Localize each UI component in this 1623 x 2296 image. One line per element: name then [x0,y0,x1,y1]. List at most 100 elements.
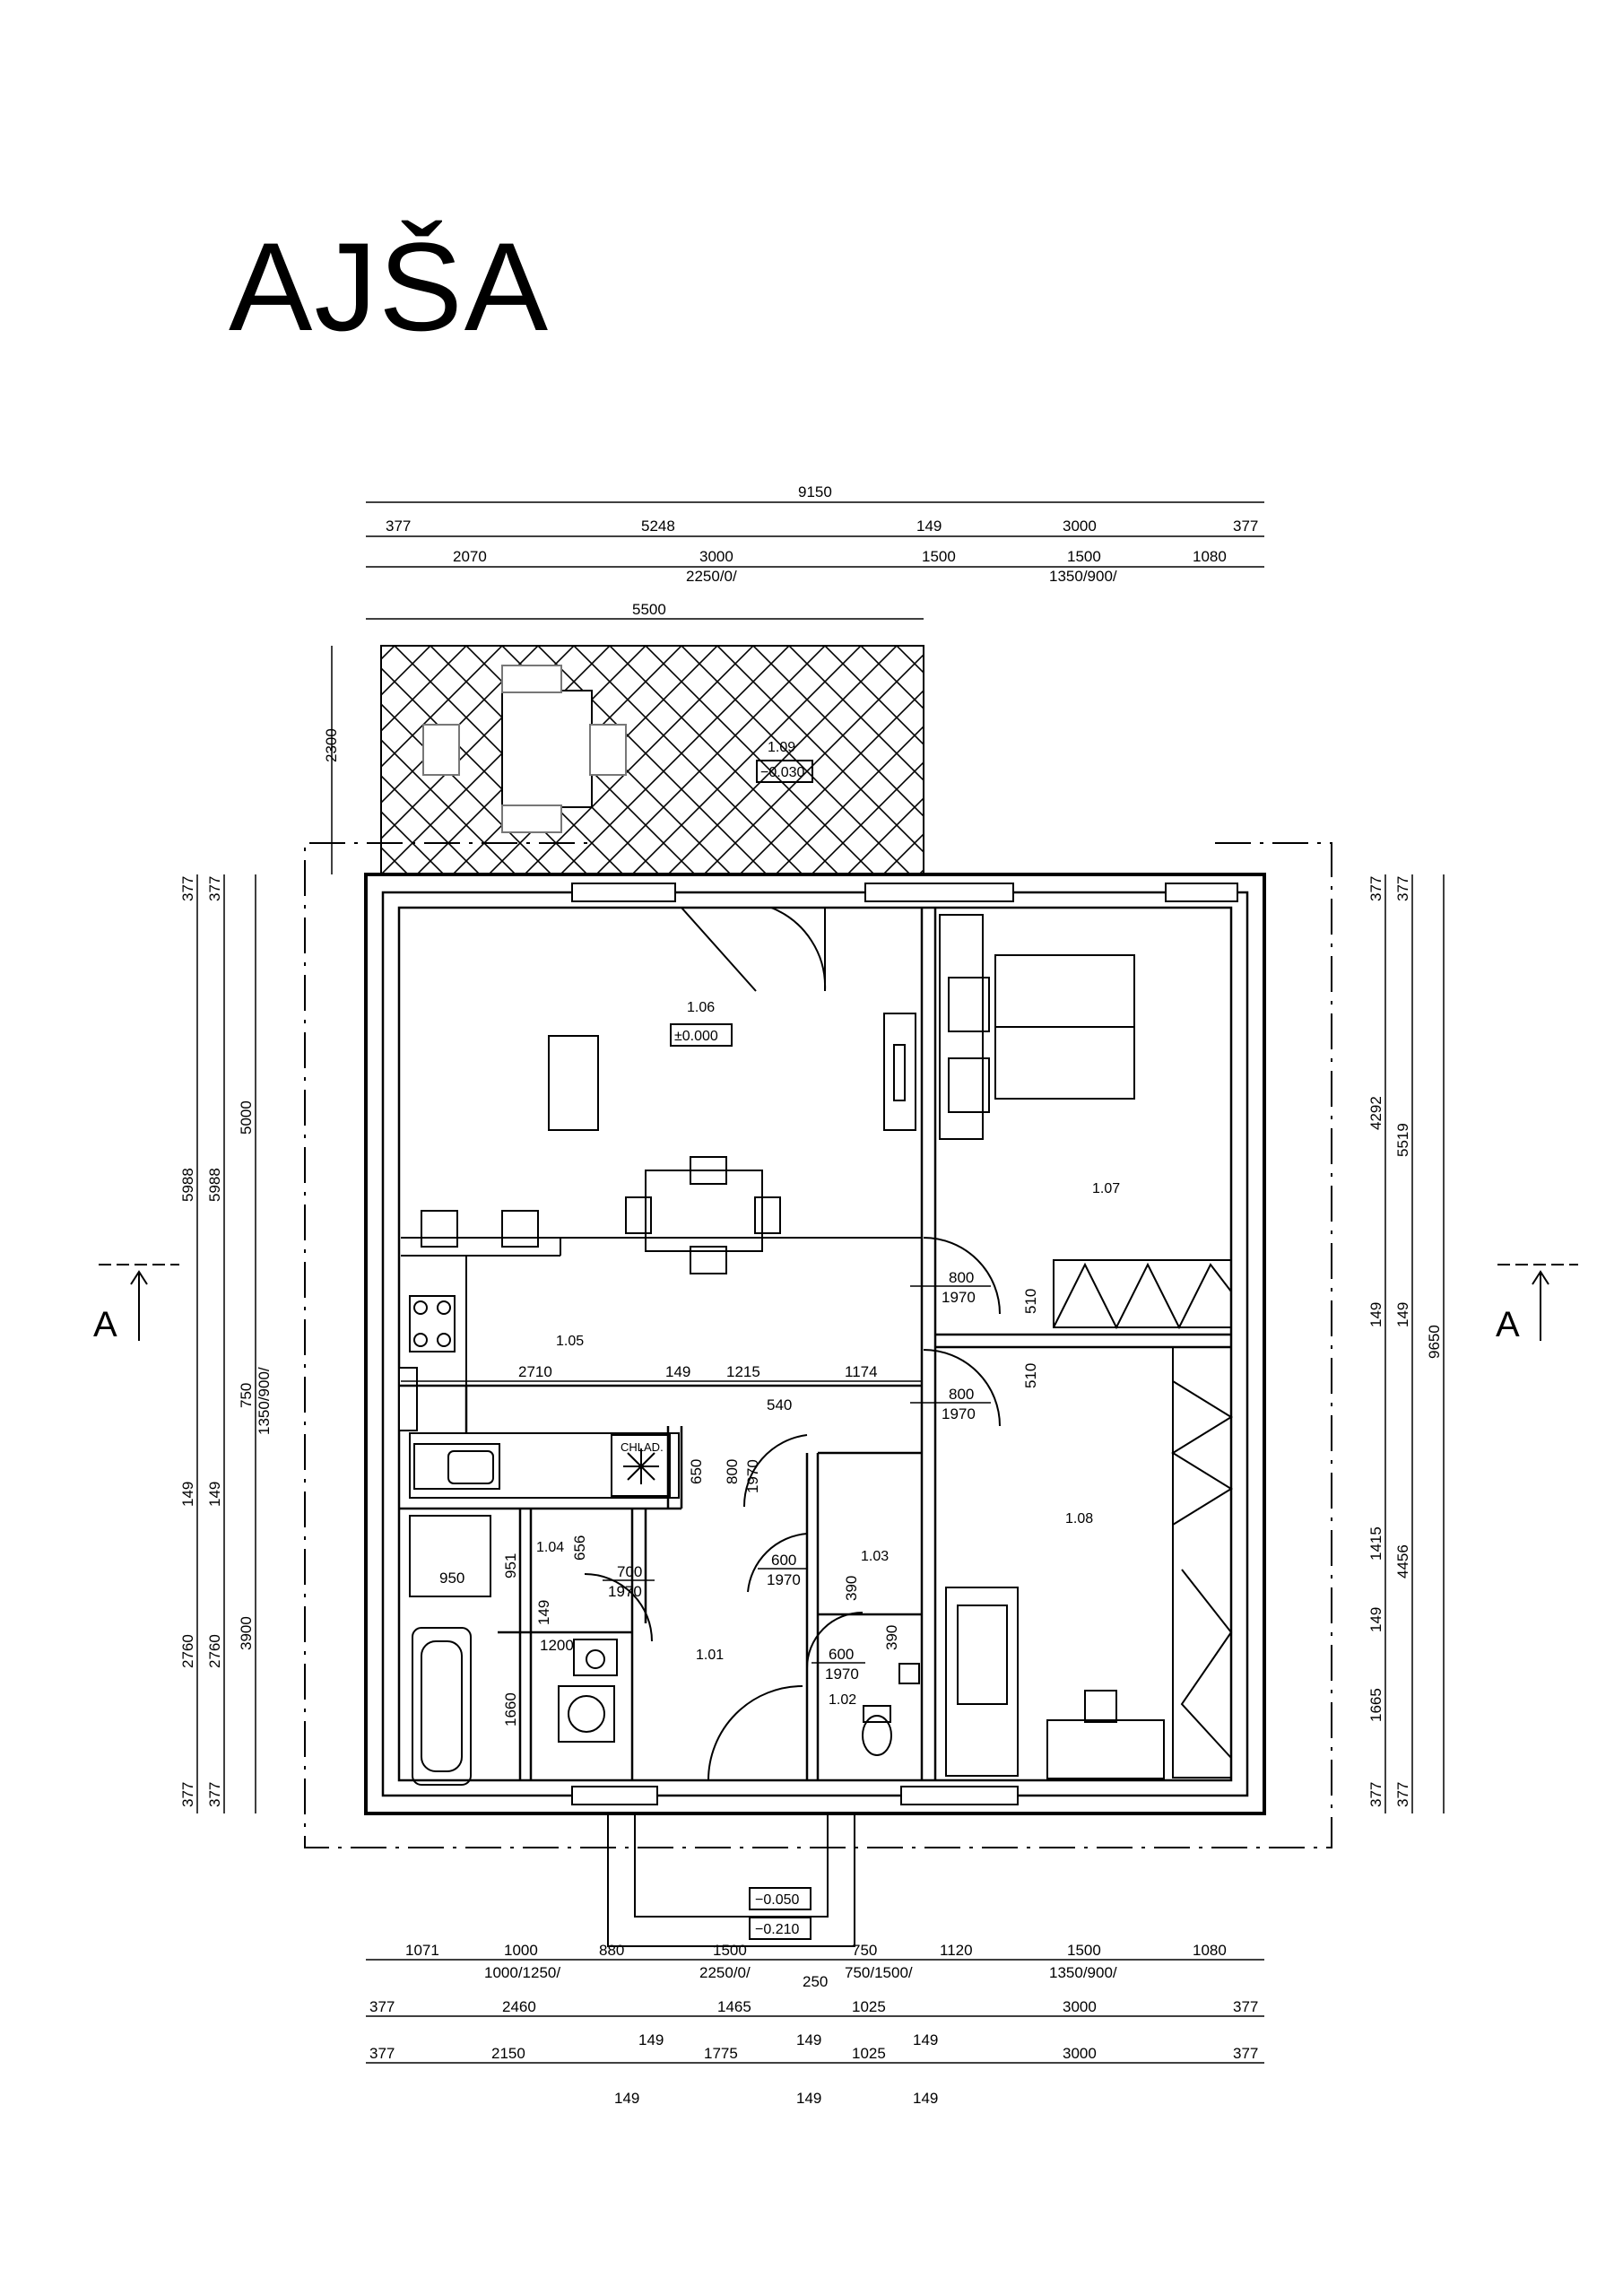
room-label-1.07: 1.07 [1092,1181,1120,1196]
dim-right-c2-1: 5519 [1394,1123,1411,1157]
dim-right-c1-4: 149 [1367,1607,1384,1632]
dim-left-c2-1: 5988 [206,1168,223,1202]
dim-right-overall: 9650 [1426,1325,1443,1359]
dim-left-c1-0: 377 [179,876,196,901]
door-height-3: 1970 [608,1583,642,1600]
dim-left-c2-2: 149 [206,1482,223,1507]
dim-bot-r3-5: 1025 [852,2045,886,2062]
door-height-2: 1970 [744,1459,761,1493]
level-label-1: −0.030 [760,765,804,780]
kitchen [401,1237,922,1499]
dim-bot-r1-0: 1071 [405,1942,439,1959]
door-height-0: 1970 [942,1289,976,1306]
dim-left-c1-1: 5988 [179,1168,196,1202]
dim-left-c3-2: 1350/900/ [256,1367,273,1435]
dim-951: 951 [502,1553,519,1578]
dim-bot-r1-7: 1080 [1193,1942,1227,1959]
door-label-5: 600 1970 [812,1646,865,1683]
bedroom-furniture [939,914,1232,1330]
dim-top-r1-2: 149 [916,517,942,535]
dim-left-c3-3: 3900 [238,1616,255,1650]
dim-bot-r3-1: 2150 [491,2045,525,2062]
dim-top-r2-2: 1500 [922,548,956,565]
dim-left-c1-2: 149 [179,1482,196,1507]
room-label-1.04: 1.04 [536,1540,564,1555]
dim-bot-r1-3: 1500 [713,1942,747,1959]
dim-390a: 390 [843,1576,860,1601]
dim-top-r1-3: 3000 [1063,517,1097,535]
dim-bot-r1-sub-1: 2250/0/ [699,1964,751,1981]
dim-left-c2-0: 377 [206,876,223,901]
dim-bot-r3-2: 149 [638,2031,664,2048]
dim-bot-r3-sub-0: 149 [614,2090,639,2107]
outer-walls [364,873,1266,1815]
dim-right-c2-0: 377 [1394,876,1411,901]
section-marker-left: A [93,1305,117,1344]
room-label-1.05: 1.05 [556,1334,584,1349]
level-box-1 [756,760,813,783]
dim-bot-r3-sub-1: 149 [796,2090,821,2107]
dim-bot-r1-sub-2: 250 [803,1973,828,1990]
project-title: AJŠA [229,216,551,357]
dim-top-r2-sub-0: 2250/0/ [686,568,737,585]
door-width-4: 600 [771,1552,796,1569]
door-width-0: 800 [949,1269,974,1286]
door-width-3: 700 [617,1563,642,1580]
dim-bot-r2-4: 3000 [1063,1998,1097,2015]
level-box-0 [670,1023,733,1047]
doors [584,907,1001,1781]
dim-bot-r1-5: 1120 [940,1942,973,1959]
dim-kitchen-3: 1174 [845,1363,878,1380]
dim-terrace-h: 2300 [323,728,340,762]
door-label-0: 800 1970 [910,1269,991,1306]
level-label-2: −0.050 [755,1892,799,1908]
dim-bot-r3-3: 1775 [704,2045,738,2062]
dim-bot-r3-0: 377 [369,2045,395,2062]
section-marker-right: A [1496,1305,1520,1344]
level-label-0: ±0.000 [674,1029,718,1044]
reference-lines [304,842,1332,1848]
fridge-label: CHLAD. [621,1440,664,1454]
dim-1660: 1660 [502,1692,519,1726]
dim-bot-r1-6: 1500 [1067,1942,1101,1959]
dimension-lines [196,501,1445,2064]
dim-bot-r2-2: 1465 [717,1998,751,2015]
room-label-1.02: 1.02 [829,1692,856,1708]
dim-top-r2-1: 3000 [699,548,733,565]
room-label-1.09: 1.09 [768,740,795,755]
dim-left-c3-0: 5000 [238,1100,255,1135]
dim-bot-r3-7: 3000 [1063,2045,1097,2062]
dim-right-c1-5: 1665 [1367,1688,1384,1722]
dim-390b: 390 [883,1625,900,1650]
dim-top-overall: 9150 [798,483,832,500]
dim-top-r2-sub-1: 1350/900/ [1049,568,1117,585]
bedroom2-furniture [945,1346,1233,1779]
section-markers [99,1264,1578,1341]
windows [398,883,1238,1805]
dim-right-c1-2: 149 [1367,1302,1384,1327]
dim-right-c1-3: 1415 [1367,1526,1384,1561]
dim-left-c1-3: 2760 [179,1634,196,1668]
dim-bot-r2-3: 1025 [852,1998,886,2015]
door-label-2: 800 1970 [724,1459,761,1493]
dim-bot-r1-sub-0: 1000/1250/ [484,1964,560,1981]
room-label-1.08: 1.08 [1065,1511,1093,1526]
dim-bot-r2-0: 377 [369,1998,395,2015]
terrace [380,645,924,875]
level-box-3 [749,1917,812,1940]
dim-kitchen-0: 2710 [518,1363,552,1380]
door-width-5: 600 [829,1646,854,1663]
dim-right-c2-4: 377 [1394,1782,1411,1807]
dim-right-c2-3: 4456 [1394,1544,1411,1578]
dim-right-c1-6: 377 [1367,1782,1384,1807]
interior-walls [399,908,1231,1780]
dim-bot-r1-4: 750 [852,1942,877,1959]
bathroom-fixtures [409,1515,920,1786]
dim-650: 650 [688,1459,705,1484]
dim-bot-r2-1: 2460 [502,1998,536,2015]
dim-terrace-w: 5500 [632,601,666,618]
entrance-steps [607,1813,855,1947]
dim-left-c1-4: 377 [179,1782,196,1807]
dim-top-r2-3: 1500 [1067,548,1101,565]
